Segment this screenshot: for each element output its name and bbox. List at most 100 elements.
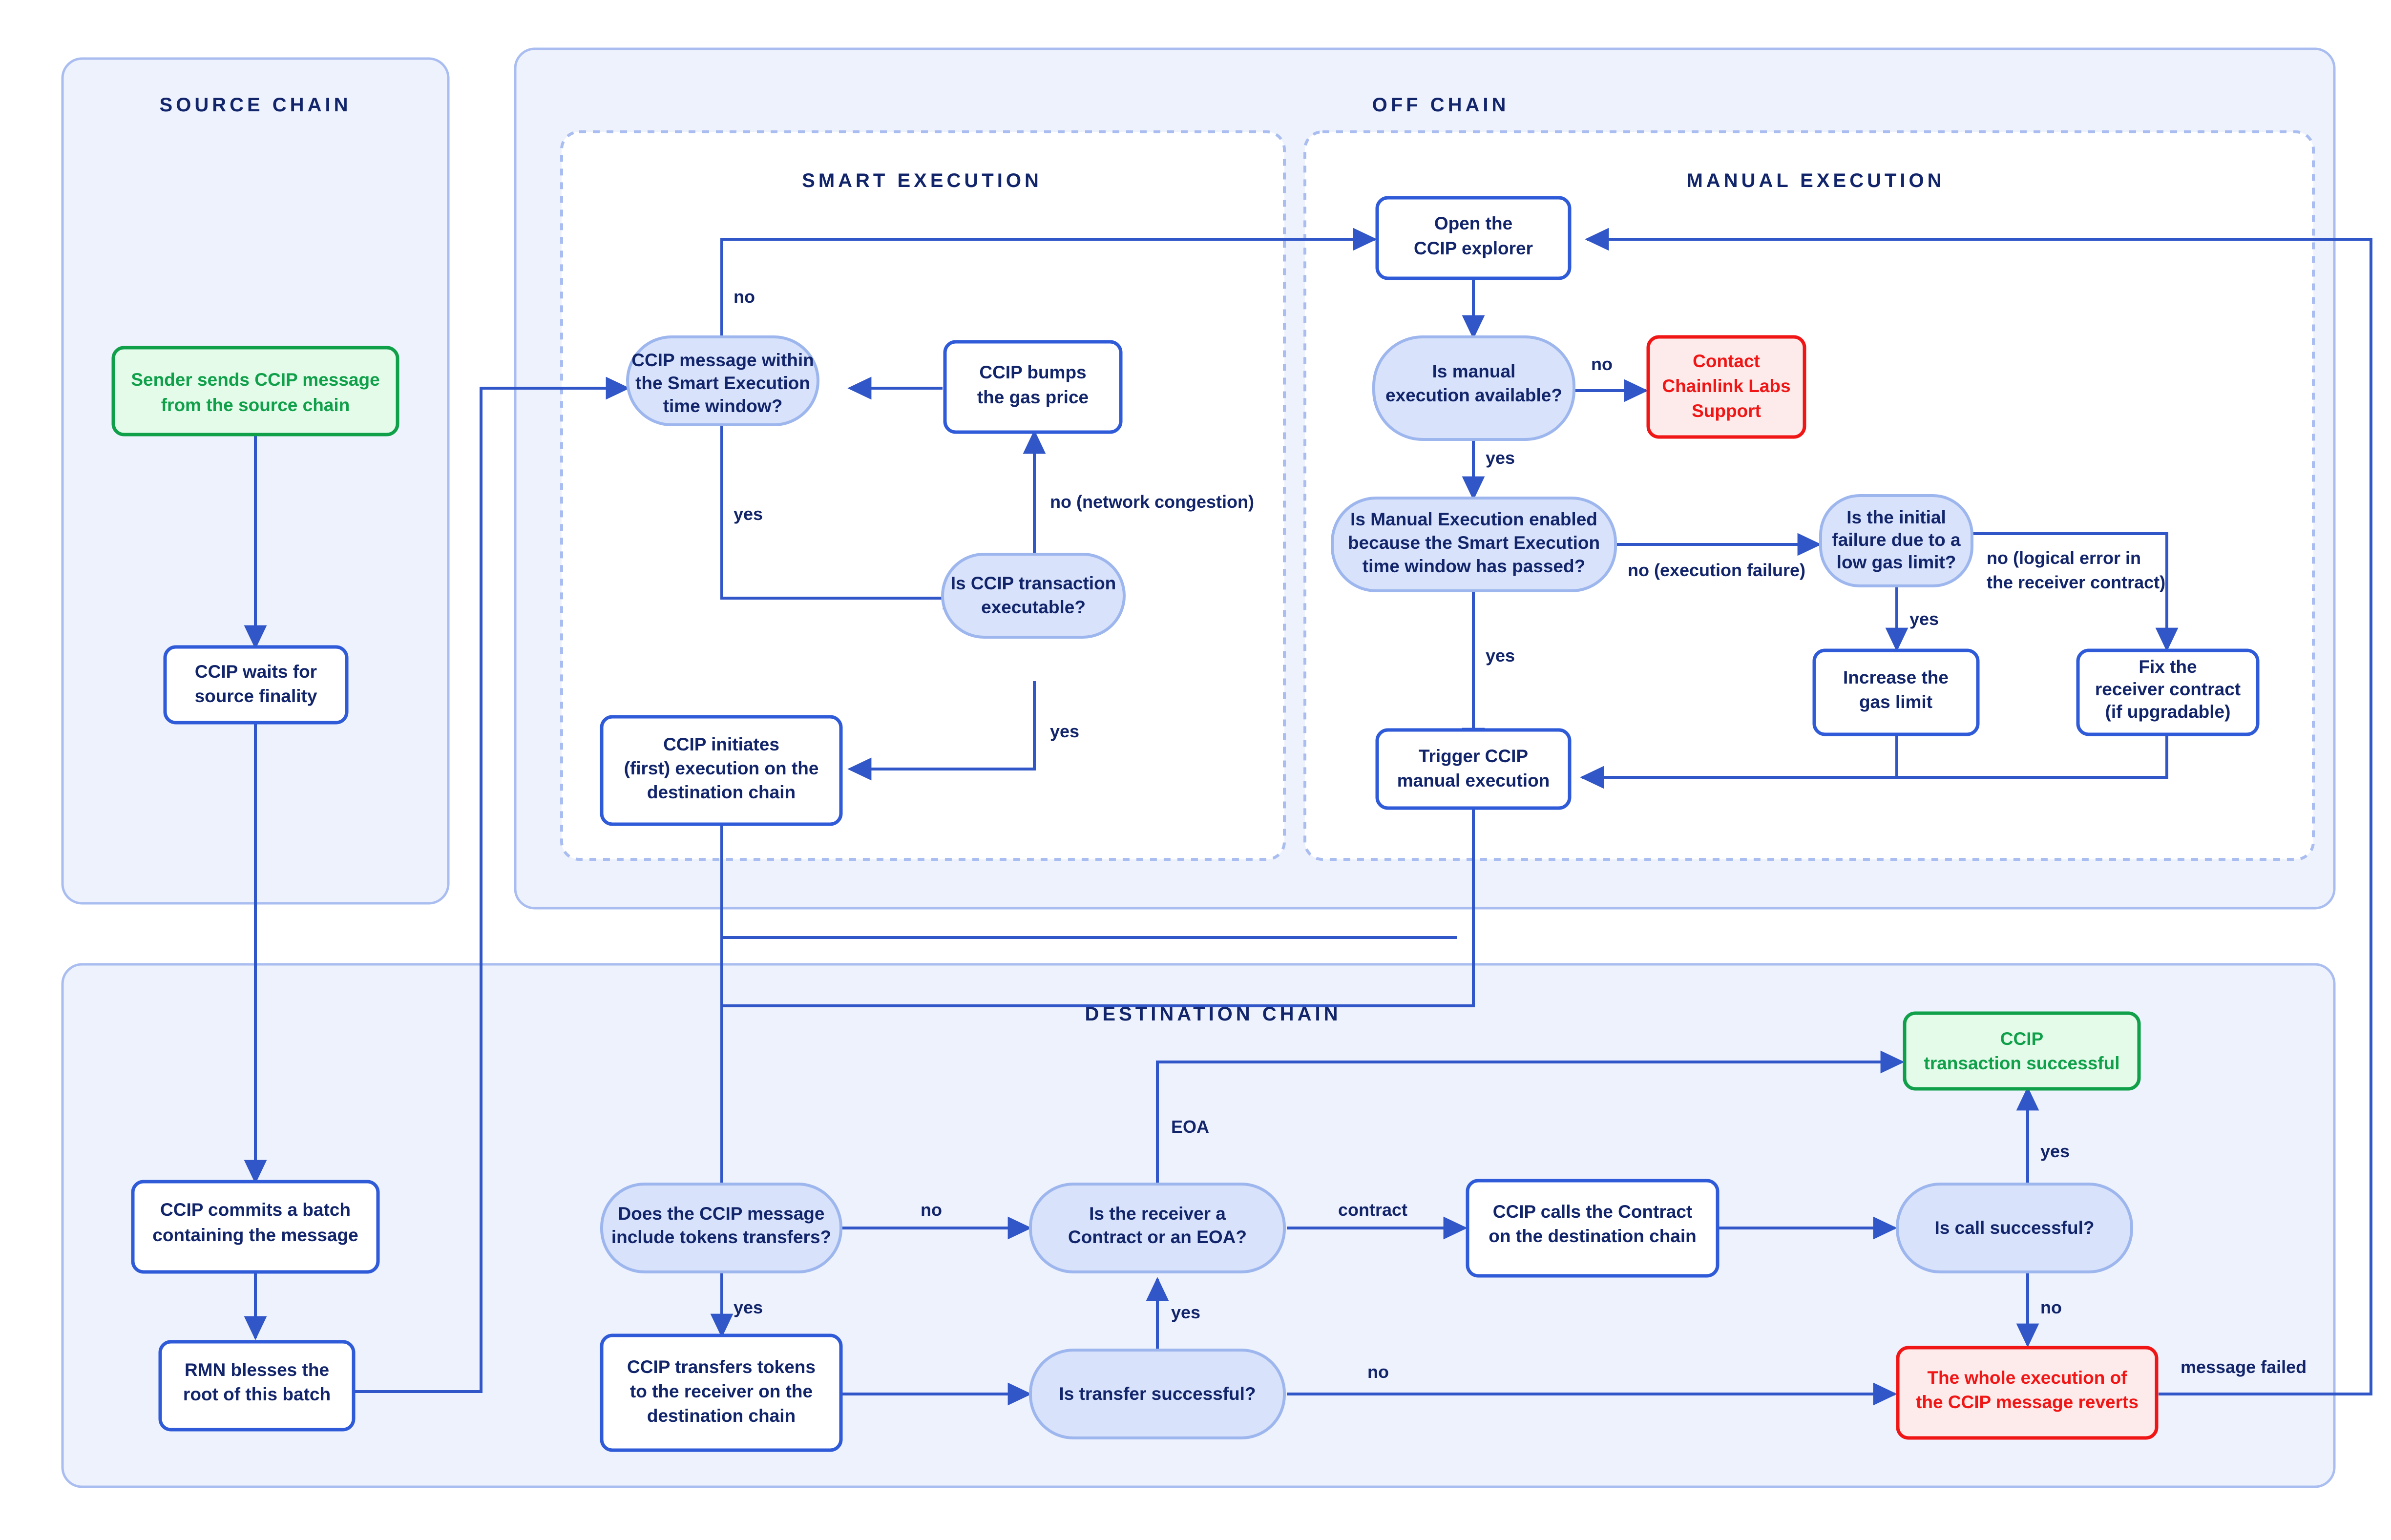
edge-reverts-to-explorer <box>1585 228 2372 1395</box>
node-text-line: CCIP transfers tokens <box>627 1357 816 1377</box>
edge-label-no-exec-failure: no (execution failure) <box>1628 560 1805 580</box>
node-transfer-successful[interactable]: Is transfer successful? <box>1029 1349 1286 1439</box>
node-text-line: receiver contract <box>2095 679 2241 699</box>
node-whole-reverts[interactable]: The whole execution of the CCIP message … <box>1896 1346 2159 1440</box>
node-text-line: Is Manual Execution enabled <box>1350 509 1597 529</box>
node-text-line: include tokens transfers? <box>611 1227 831 1247</box>
node-text-line: Chainlink Labs <box>1662 376 1790 396</box>
node-text-line: Is manual <box>1432 361 1516 381</box>
node-trigger-manual[interactable]: Trigger CCIP manual execution <box>1375 728 1572 810</box>
node-fix-receiver[interactable]: Fix the receiver contract (if upgradable… <box>2076 648 2260 736</box>
node-text-line: Is the receiver a <box>1089 1204 1226 1224</box>
node-text-line: the CCIP message reverts <box>1916 1392 2139 1412</box>
node-text-line: CCIP waits for <box>195 662 317 682</box>
node-text-line: the Smart Execution <box>635 373 810 393</box>
node-sender-sends[interactable]: Sender sends CCIP message from the sourc… <box>111 346 399 437</box>
node-text-line: root of this batch <box>183 1384 331 1404</box>
node-text-line: from the source chain <box>161 395 350 415</box>
node-transfers-tokens[interactable]: CCIP transfers tokens to the receiver on… <box>600 1333 843 1452</box>
node-text-line: Does the CCIP message <box>618 1204 825 1224</box>
node-text-line: Contact <box>1693 351 1760 371</box>
node-text-line: the gas price <box>977 387 1089 407</box>
node-manual-available[interactable]: Is manual execution available? <box>1372 335 1575 441</box>
edge-window-no-to-explorer <box>720 228 1377 364</box>
node-text-line: Increase the <box>1843 667 1949 687</box>
edge-label-yes-executable: yes <box>1050 721 1079 741</box>
node-open-explorer[interactable]: Open the CCIP explorer <box>1375 196 1572 280</box>
edge-label-yes-gas: yes <box>1909 609 1939 629</box>
edge-label-yes-manual-enabled: yes <box>1486 645 1515 666</box>
node-text-line: destination chain <box>647 1406 796 1426</box>
edge-label-no-window: no <box>734 287 755 307</box>
node-waits-finality[interactable]: CCIP waits for source finality <box>163 645 349 725</box>
node-text-line: Is CCIP transaction <box>951 573 1116 593</box>
node-initiates-exec[interactable]: CCIP initiates (first) execution on the … <box>600 715 843 826</box>
node-call-successful[interactable]: Is call successful? <box>1896 1183 2133 1273</box>
group-title-manual-execution: MANUAL EXECUTION <box>1686 170 1945 191</box>
node-text-line: CCIP message within <box>631 350 814 370</box>
edge-rmn-to-within-window <box>353 376 630 1393</box>
edge-label-eoa: EOA <box>1171 1117 1209 1137</box>
node-text-line: Trigger CCIP <box>1419 746 1528 766</box>
node-within-window[interactable]: CCIP message within the Smart Execution … <box>626 335 819 426</box>
group-manual-execution: MANUAL EXECUTION <box>1303 130 2315 861</box>
edge-fix-to-trigger <box>1897 735 2168 779</box>
node-text-line: CCIP <box>2000 1029 2043 1049</box>
node-text-line: destination chain <box>647 782 796 802</box>
node-text-line: Open the <box>1434 213 1512 233</box>
node-text-line: executable? <box>981 597 1086 617</box>
group-title-off-chain: OFF CHAIN <box>1372 94 1510 116</box>
node-tx-executable[interactable]: Is CCIP transaction executable? <box>941 553 1126 639</box>
node-calls-contract[interactable]: CCIP calls the Contract on the destinati… <box>1466 1179 1720 1278</box>
node-text-line: execution available? <box>1385 385 1562 405</box>
edge-label-no-logical-1: no (logical error in <box>1987 548 2141 568</box>
edge-receiver-eoa-to-success <box>1156 1050 1905 1199</box>
node-text-line: time window has passed? <box>1363 556 1585 576</box>
node-bumps-gas[interactable]: CCIP bumps the gas price <box>943 340 1123 434</box>
group-smart-execution: SMART EXECUTION <box>560 130 1286 861</box>
node-text-line: Contract or an EOA? <box>1068 1227 1247 1247</box>
edge-label-yes-window: yes <box>734 504 763 524</box>
node-text-line: The whole execution of <box>1927 1368 2127 1388</box>
edge-label-no-transfer: no <box>1367 1362 1389 1382</box>
edge-label-no-tokens: no <box>921 1200 942 1220</box>
node-tx-successful[interactable]: CCIP transaction successful <box>1903 1011 2141 1091</box>
node-text-line: CCIP explorer <box>1414 238 1533 258</box>
edge-label-no-call: no <box>2040 1297 2062 1317</box>
node-text-line: time window? <box>663 396 783 416</box>
node-text-line: because the Smart Execution <box>1348 533 1600 553</box>
group-title-source-chain: SOURCE CHAIN <box>160 94 352 116</box>
node-text-line: Is call successful? <box>1934 1218 2094 1238</box>
edge-label-yes-call: yes <box>2040 1141 2070 1161</box>
node-commits-batch[interactable]: CCIP commits a batch containing the mess… <box>131 1180 380 1274</box>
node-text-line: (first) execution on the <box>624 758 819 778</box>
edge-label-no-manual: no <box>1591 354 1613 374</box>
edge-trigger-down-left <box>722 808 1475 1007</box>
edge-label-no-logical-2: the receiver contract) <box>1987 572 2165 592</box>
edge-window-yes-to-executable <box>720 425 967 610</box>
node-text-line: Support <box>1692 401 1761 421</box>
node-rmn-blesses[interactable]: RMN blesses the root of this batch <box>158 1340 356 1432</box>
node-initial-failure-gas[interactable]: Is the initial failure due to a low gas … <box>1819 494 1973 587</box>
node-contact-support[interactable]: Contact Chainlink Labs Support <box>1646 335 1806 439</box>
edge-label-contract: contract <box>1338 1200 1407 1220</box>
node-manual-enabled[interactable]: Is Manual Execution enabled because the … <box>1331 497 1617 592</box>
node-text-line: containing the message <box>152 1225 358 1245</box>
node-text-line: transaction successful <box>1924 1053 2120 1073</box>
node-text-line: CCIP initiates <box>663 734 779 754</box>
node-text-line: Is transfer successful? <box>1059 1384 1256 1404</box>
node-text-line: on the destination chain <box>1489 1226 1697 1246</box>
node-text-line: manual execution <box>1397 770 1550 791</box>
node-includes-tokens[interactable]: Does the CCIP message include tokens tra… <box>600 1183 842 1273</box>
edge-label-message-failed: message failed <box>2181 1357 2307 1377</box>
node-increase-gas-limit[interactable]: Increase the gas limit <box>1812 648 1980 736</box>
node-text-line: failure due to a <box>1832 530 1961 550</box>
node-text-line: CCIP calls the Contract <box>1493 1202 1692 1222</box>
node-text-line: Is the initial <box>1846 507 1946 527</box>
node-text-line: source finality <box>195 686 317 706</box>
node-text-line: CCIP commits a batch <box>160 1200 351 1220</box>
node-receiver-type[interactable]: Is the receiver a Contract or an EOA? <box>1029 1183 1286 1273</box>
edge-failure-no-to-fix <box>1966 532 2179 652</box>
node-text-line: (if upgradable) <box>2105 702 2231 722</box>
